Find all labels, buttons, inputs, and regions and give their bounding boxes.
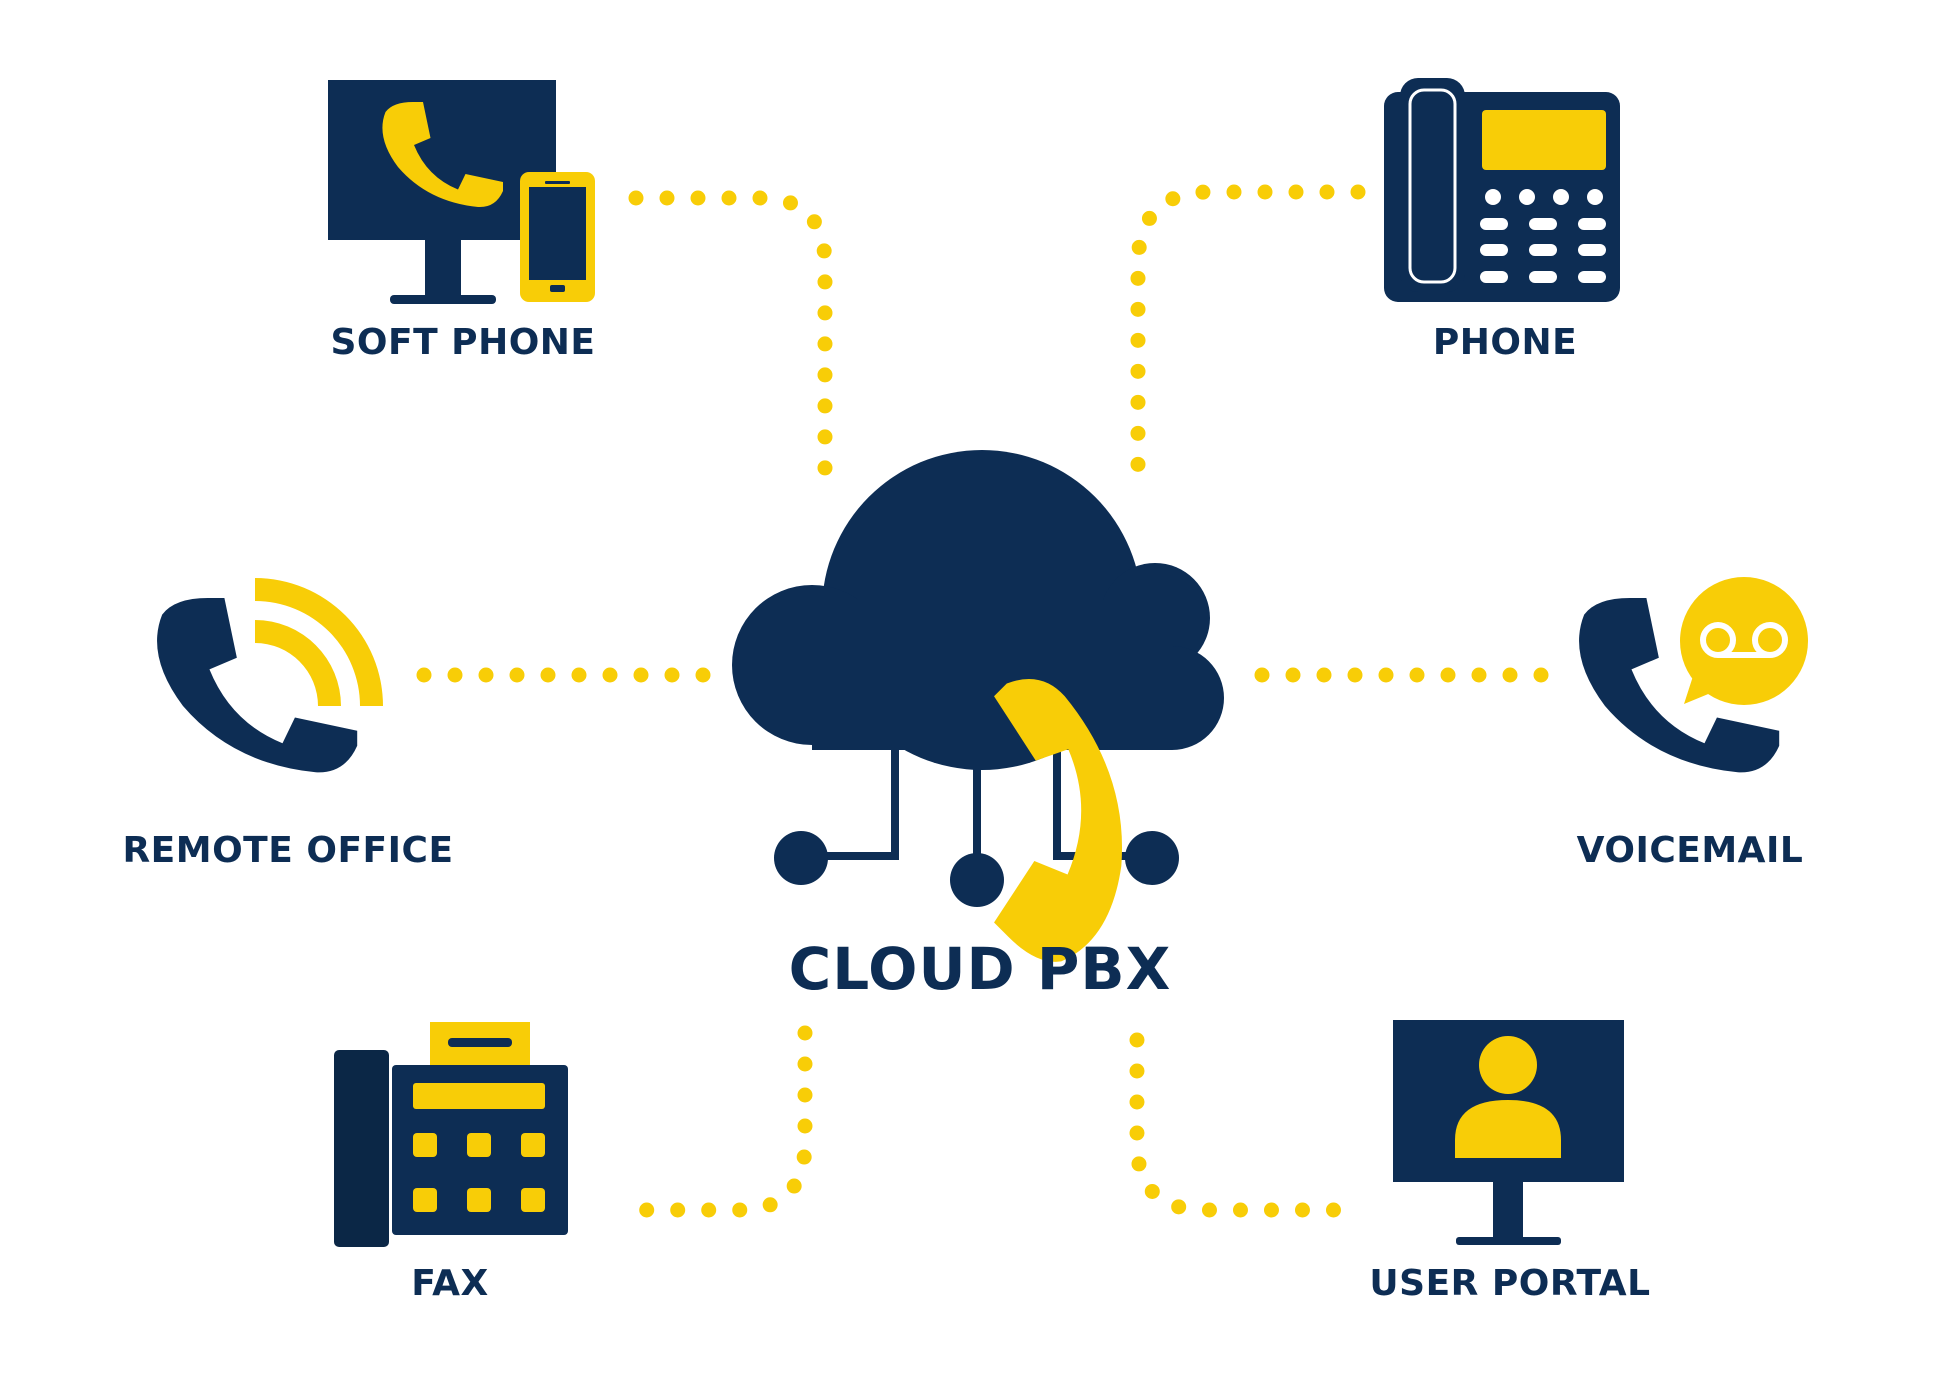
user-monitor-icon: [1393, 1020, 1624, 1245]
desktop-mobile-phone-icon: [328, 80, 595, 304]
center-label: CLOUD PBX: [788, 935, 1172, 1003]
cloud-phone-icon: [732, 450, 1224, 980]
voicemail-icon: [1579, 577, 1808, 773]
remote-office-label: REMOTE OFFICE: [122, 830, 454, 871]
fax-machine-icon: [334, 1022, 568, 1247]
fax-label: FAX: [411, 1263, 489, 1304]
cloud-shape: [732, 450, 1224, 770]
connector-user-portal: [1129, 1032, 1358, 1218]
connector-lines: [416, 184, 1561, 1218]
connector-fax: [628, 1025, 813, 1218]
user-portal-label: USER PORTAL: [1369, 1263, 1651, 1304]
phone-signal-icon: [157, 578, 383, 773]
voicemail-label: VOICEMAIL: [1576, 830, 1804, 871]
connector-phone: [1130, 184, 1366, 490]
soft-phone-label: SOFT PHONE: [330, 322, 596, 363]
connector-soft-phone: [628, 190, 833, 500]
phone-label: PHONE: [1432, 322, 1578, 363]
desk-phone-icon: [1384, 78, 1620, 302]
